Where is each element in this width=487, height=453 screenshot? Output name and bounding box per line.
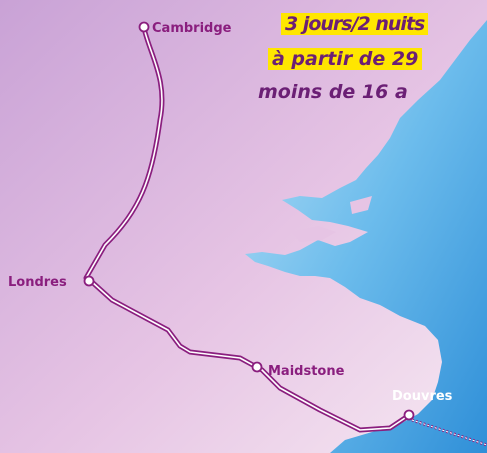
estuary-island: [292, 226, 336, 242]
sea-area: [245, 0, 487, 453]
estuary-island: [350, 196, 372, 214]
city-marker-maidstone[interactable]: [251, 361, 263, 373]
city-label-cambridge: Cambridge: [152, 21, 232, 36]
city-marker-cambridge[interactable]: [138, 21, 150, 33]
city-label-maidstone: Maidstone: [268, 364, 345, 379]
city-label-douvres: Douvres: [392, 389, 453, 404]
promo-duration-text: 3 jours/2 nuits: [281, 13, 429, 35]
promo-duration: 3 jours/2 nuits: [281, 11, 429, 37]
city-label-londres: Londres: [8, 275, 67, 290]
promo-price: à partir de 29: [268, 46, 423, 72]
promo-price-text: à partir de 29: [268, 48, 423, 70]
promo-age: moins de 16 a: [258, 81, 408, 103]
city-marker-douvres[interactable]: [403, 409, 415, 421]
city-marker-londres[interactable]: [83, 275, 95, 287]
